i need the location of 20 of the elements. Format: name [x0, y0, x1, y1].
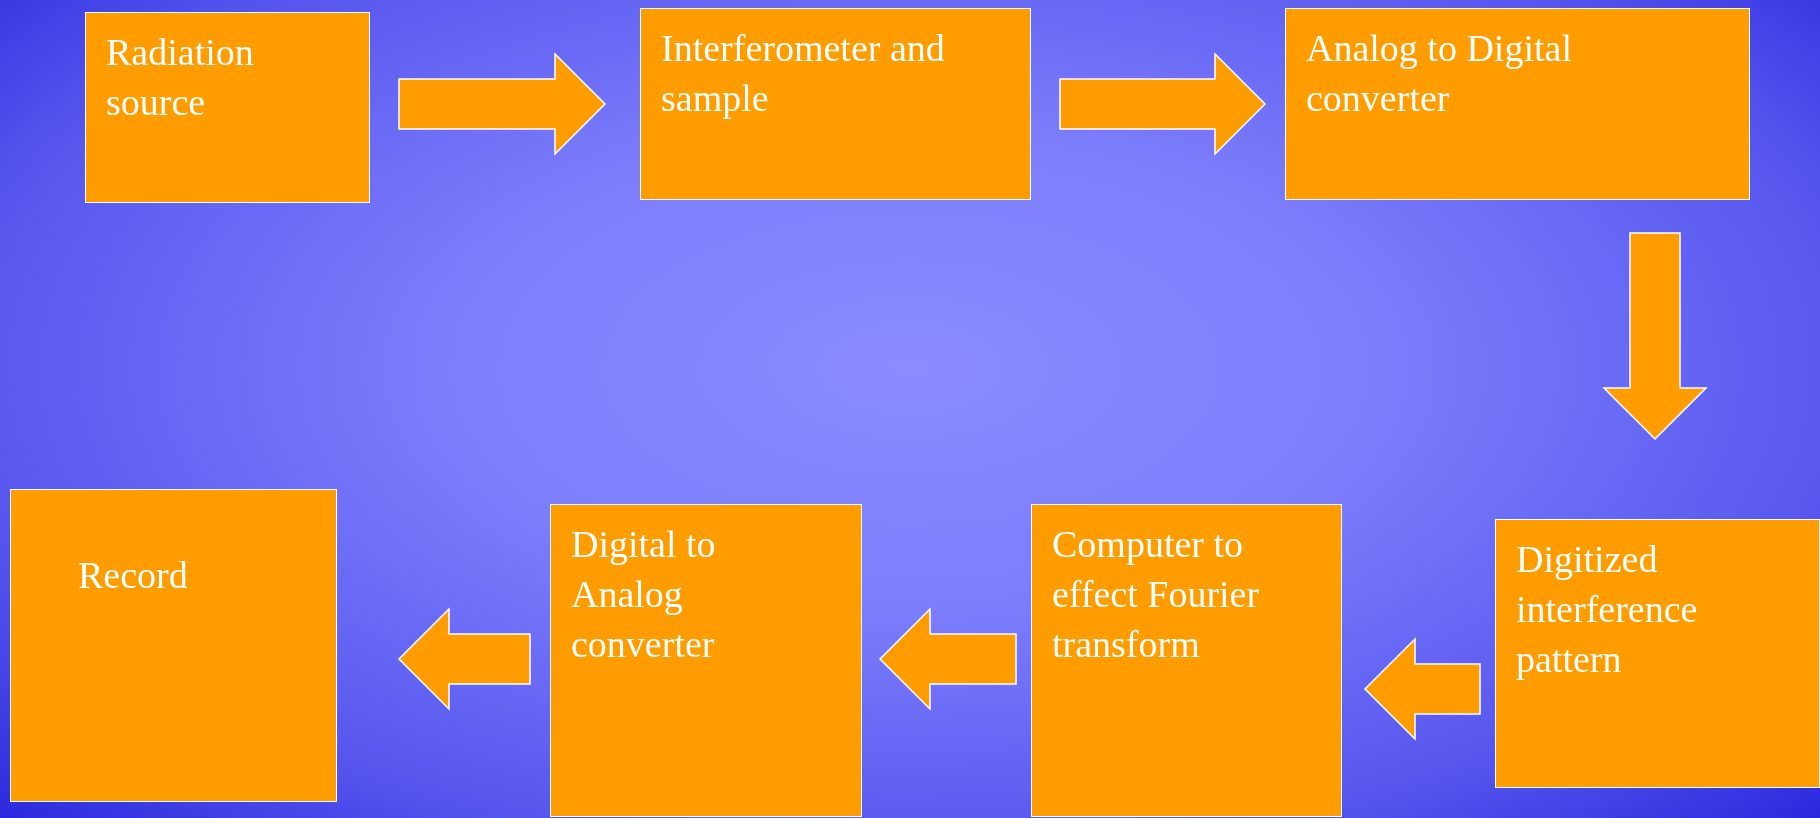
box-label: Record — [78, 553, 189, 598]
block-arrow — [397, 607, 531, 711]
process-box — [550, 504, 862, 817]
block-arrow — [1602, 232, 1708, 441]
box-label: Digitized interference pattern — [1516, 537, 1699, 682]
process-box — [10, 489, 337, 802]
box-label: Computer to effect Fourier transform — [1052, 522, 1261, 667]
block-arrow — [398, 52, 607, 156]
block-arrow — [878, 607, 1017, 711]
box-label: Digital to Analog converter — [571, 522, 717, 667]
block-arrow — [1059, 52, 1267, 156]
process-box — [640, 8, 1031, 200]
box-label: Analog to Digital converter — [1306, 26, 1573, 121]
process-box — [85, 12, 370, 203]
box-label: Interferometer and sample — [661, 26, 946, 121]
process-box — [1495, 519, 1820, 788]
process-box — [1031, 504, 1342, 817]
block-arrow — [1363, 637, 1481, 741]
box-label: Radiation source — [106, 30, 255, 125]
process-box — [1285, 8, 1750, 200]
